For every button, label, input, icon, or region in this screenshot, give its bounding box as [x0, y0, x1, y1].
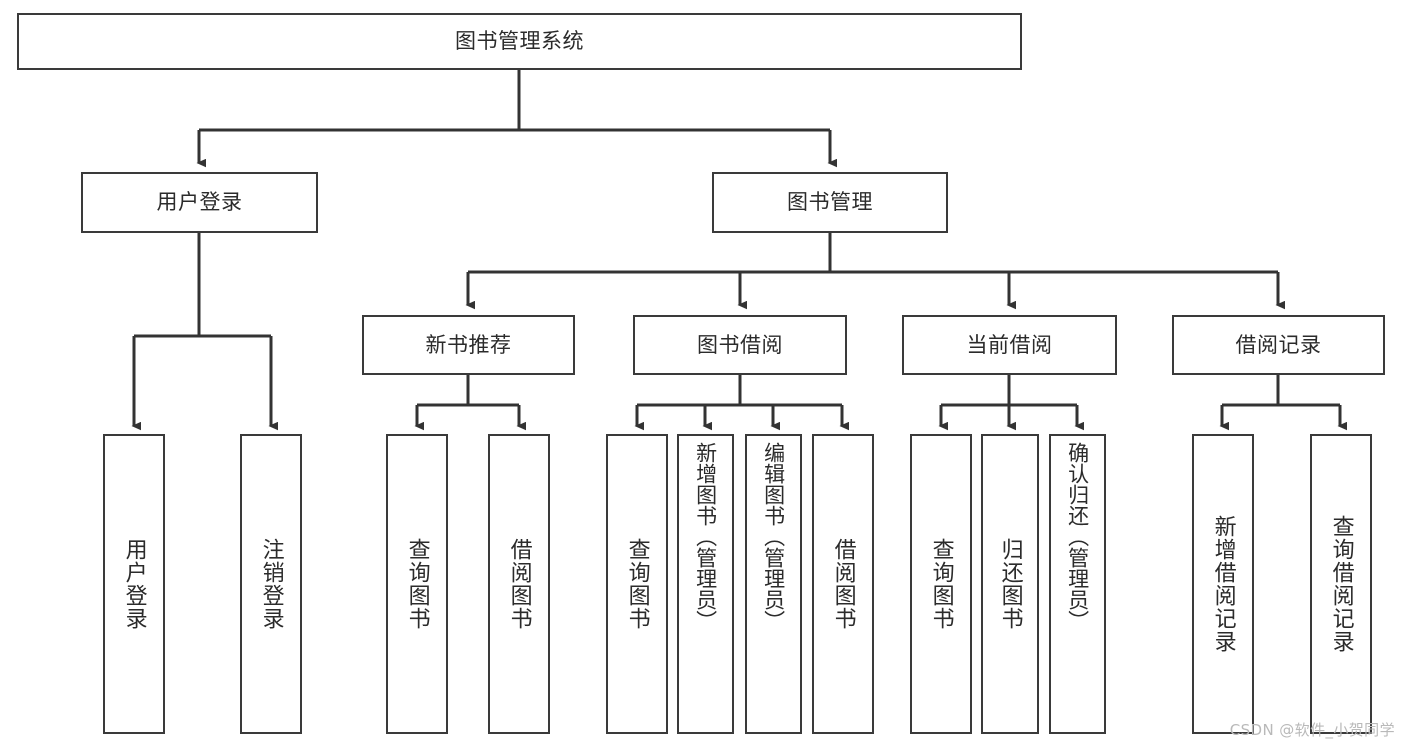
node-label: 借阅记录: [1235, 332, 1322, 357]
node-book-borrow[interactable]: 图书借阅: [633, 315, 847, 375]
node-label: 用户登录: [121, 538, 147, 630]
leaf-add-book-admin[interactable]: 新增图书（管理员）: [677, 434, 734, 734]
node-label: 查询图书: [624, 538, 650, 630]
leaf-return-book[interactable]: 归还图书: [981, 434, 1039, 734]
node-root-system[interactable]: 图书管理系统: [17, 13, 1022, 70]
node-label: 查询借阅记录: [1328, 515, 1354, 653]
leaf-edit-book-admin[interactable]: 编辑图书（管理员）: [745, 434, 802, 734]
leaf-borrow-book[interactable]: 借阅图书: [812, 434, 874, 734]
leaf-query-book-recommend[interactable]: 查询图书: [386, 434, 448, 734]
node-label: 借阅图书: [830, 538, 856, 630]
node-label: 注销登录: [258, 538, 284, 630]
node-current-borrow[interactable]: 当前借阅: [902, 315, 1117, 375]
leaf-add-borrow-record[interactable]: 新增借阅记录: [1192, 434, 1254, 734]
node-borrow-record[interactable]: 借阅记录: [1172, 315, 1385, 375]
node-label: 新增图书（管理员）: [693, 442, 718, 631]
node-label: 图书管理系统: [455, 29, 584, 54]
node-user-login[interactable]: 用户登录: [81, 172, 318, 233]
csdn-watermark: CSDN @软件_小贺同学: [1229, 721, 1395, 739]
leaf-logout[interactable]: 注销登录: [240, 434, 302, 734]
node-label: 新书推荐: [425, 332, 512, 357]
node-label: 归还图书: [997, 538, 1023, 630]
node-label: 借阅图书: [506, 538, 532, 630]
node-new-book-recommend[interactable]: 新书推荐: [362, 315, 575, 375]
node-label: 新增借阅记录: [1210, 515, 1236, 653]
node-label: 用户登录: [156, 190, 243, 215]
node-label: 确认归还（管理员）: [1065, 442, 1090, 631]
node-label: 查询图书: [404, 538, 430, 630]
node-label: 当前借阅: [966, 332, 1053, 357]
node-label: 图书管理: [787, 190, 873, 215]
leaf-query-book-borrow[interactable]: 查询图书: [606, 434, 668, 734]
leaf-borrow-book-recommend[interactable]: 借阅图书: [488, 434, 550, 734]
node-label: 编辑图书（管理员）: [761, 442, 786, 631]
leaf-query-borrow-record[interactable]: 查询借阅记录: [1310, 434, 1372, 734]
node-book-management[interactable]: 图书管理: [712, 172, 948, 233]
node-label: 图书借阅: [697, 332, 783, 357]
node-label: 查询图书: [928, 538, 954, 630]
leaf-user-login[interactable]: 用户登录: [103, 434, 165, 734]
leaf-confirm-return-admin[interactable]: 确认归还（管理员）: [1049, 434, 1106, 734]
leaf-query-book-current[interactable]: 查询图书: [910, 434, 972, 734]
